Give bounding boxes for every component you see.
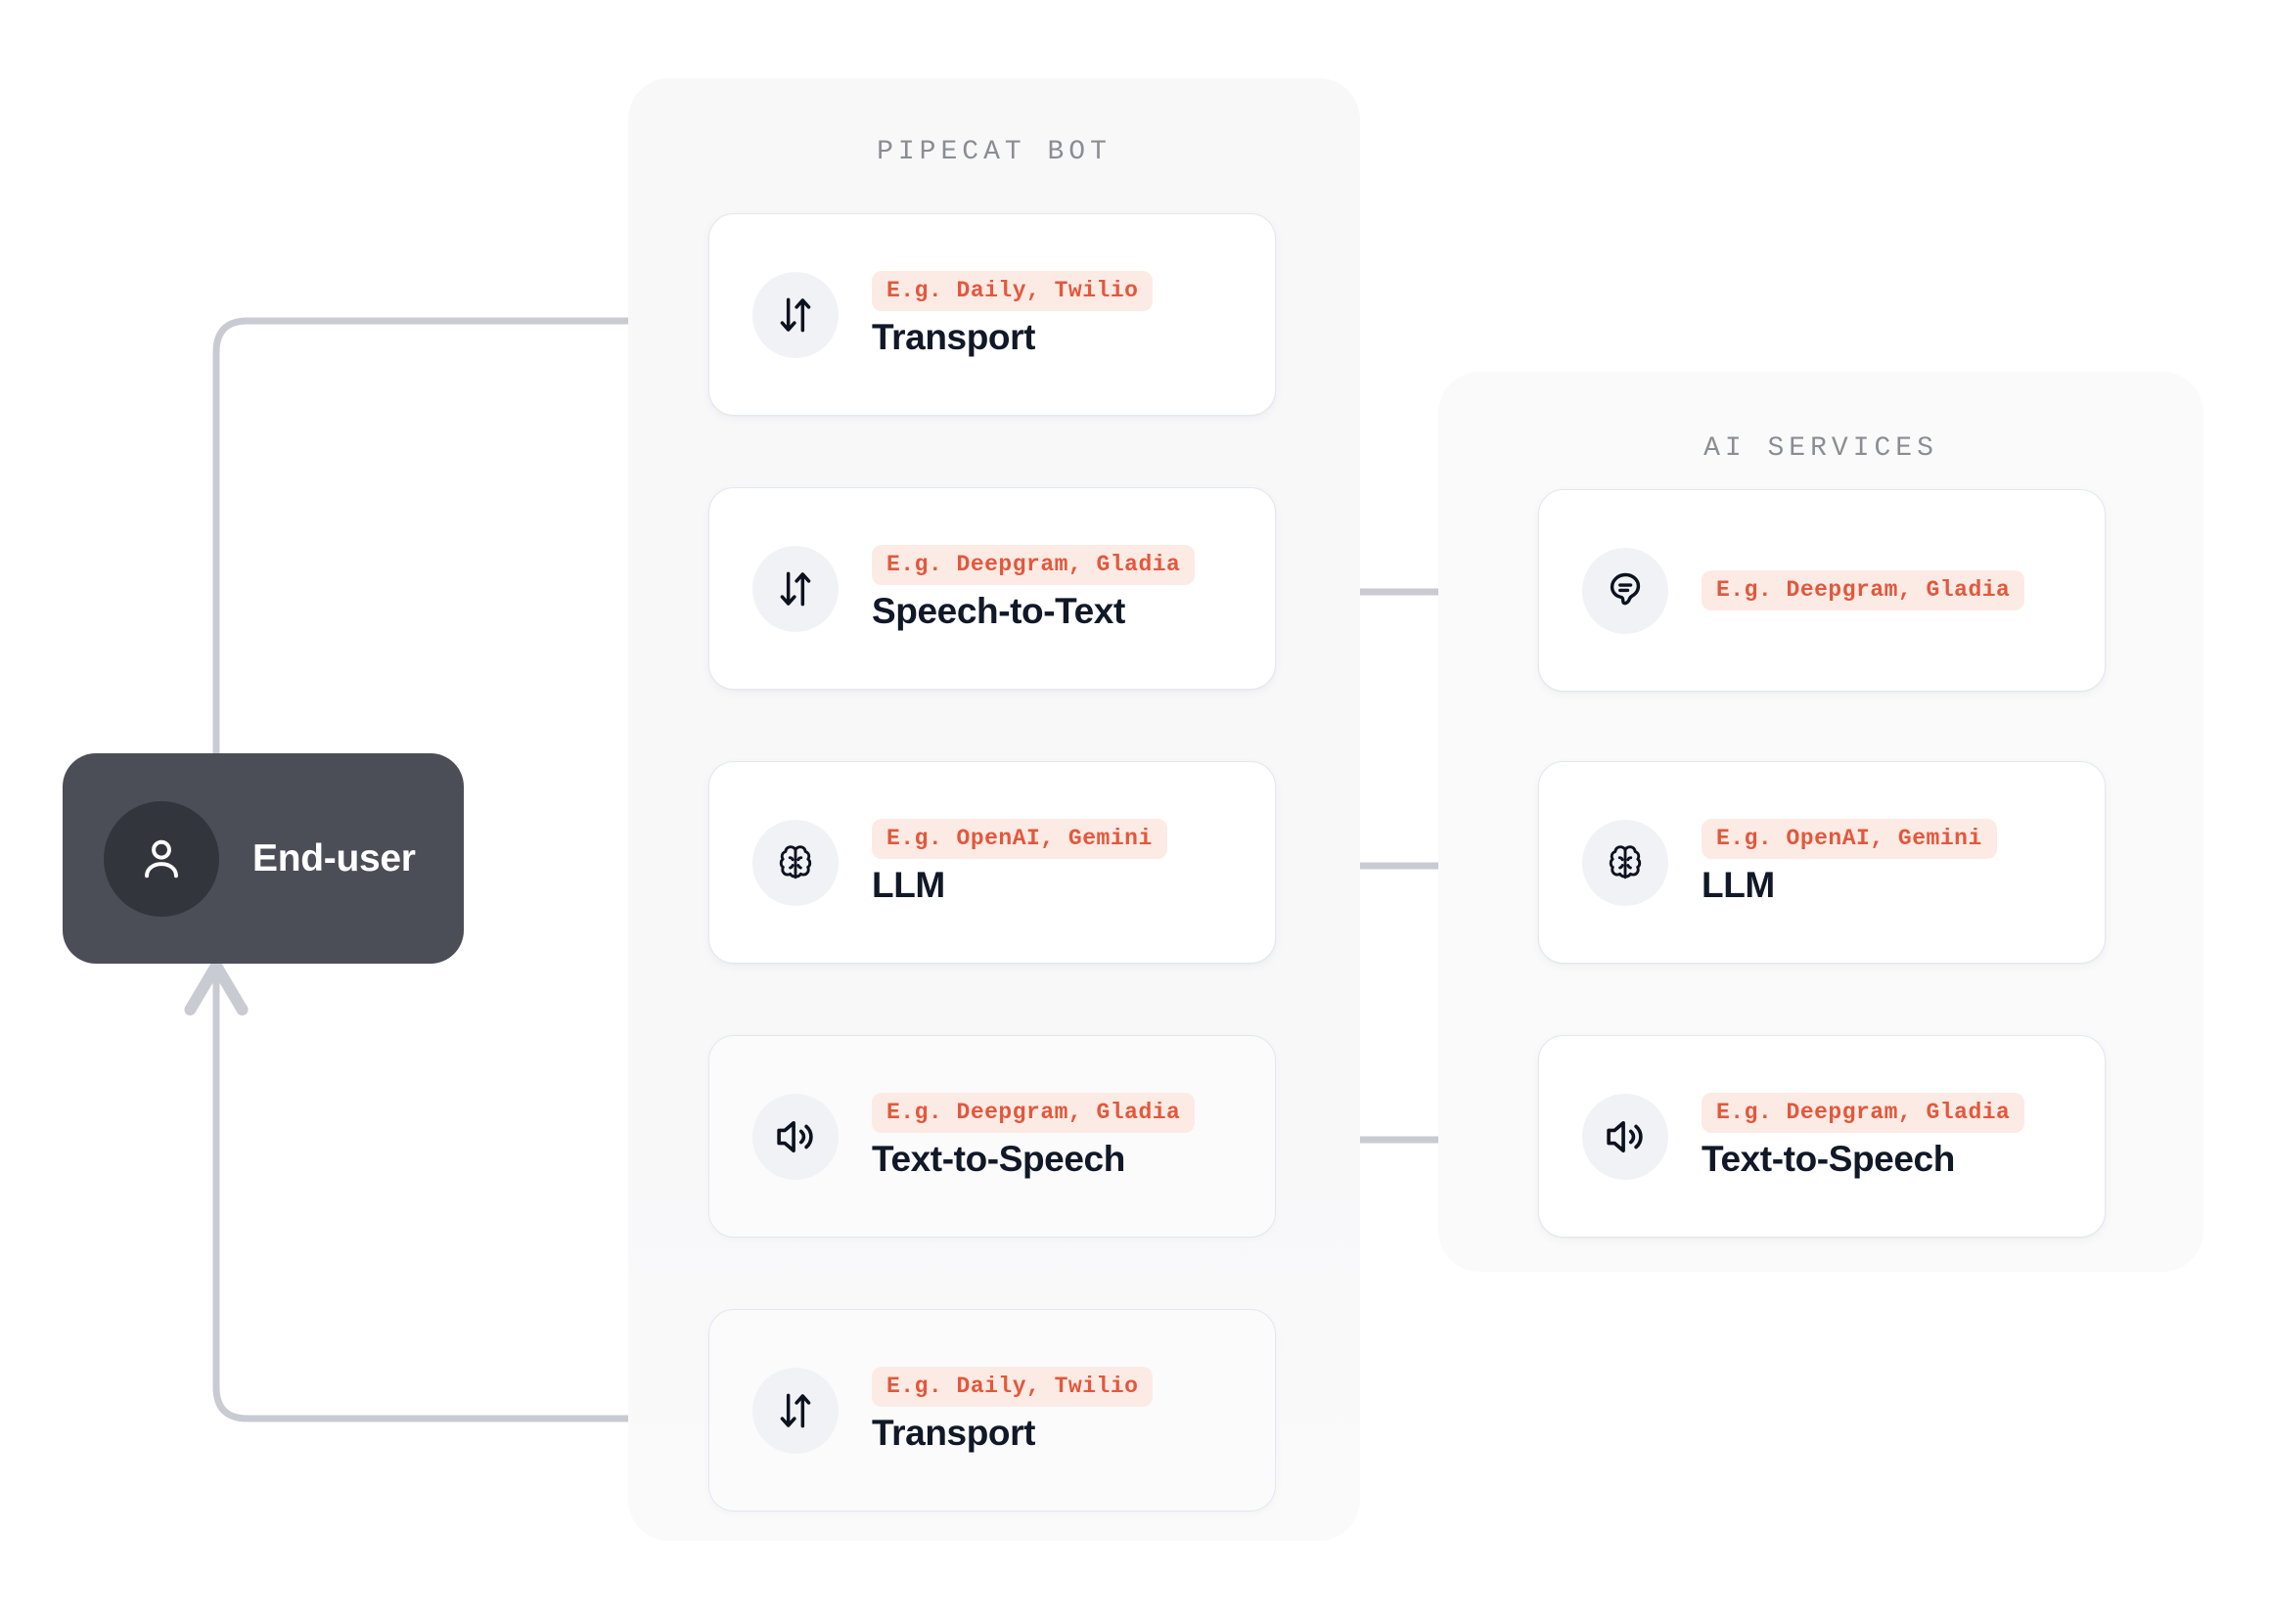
card-llm[interactable]: E.g. OpenAI, Gemini LLM [708,761,1276,964]
card-title: Speech-to-Text [872,590,1125,631]
card-badge: E.g. Deepgram, Gladia [872,1092,1196,1133]
card-title: LLM [1702,864,1775,905]
card-badge: E.g. Daily, Twilio [872,1366,1154,1407]
card-text-to-speech[interactable]: E.g. Deepgram, Gladia Text-to-Speech [708,1035,1276,1238]
card-title: Text-to-Speech [1702,1138,1955,1179]
group-title-pipecat-bot: PIPECAT BOT [877,137,1112,167]
card-ai-service-llm[interactable]: E.g. OpenAI, Gemini LLM [1538,761,2106,964]
card-transport-out[interactable]: E.g. Daily, Twilio Transport [708,1309,1276,1511]
card-title: Transport [872,316,1036,357]
card-badge: E.g. OpenAI, Gemini [872,818,1167,859]
speaker-icon [752,1093,839,1180]
card-badge: E.g. Deepgram, Gladia [1702,570,2025,610]
group-title-ai-services: AI SERVICES [1703,433,1938,464]
brain-icon [1582,819,1668,906]
user-icon [104,800,219,917]
node-end-user[interactable]: End-user [63,753,464,964]
card-badge: E.g. Daily, Twilio [872,270,1154,311]
card-title: Text-to-Speech [872,1138,1125,1179]
card-transport-in[interactable]: E.g. Daily, Twilio Transport [708,213,1276,416]
brain-icon [752,819,839,906]
card-badge: E.g. Deepgram, Gladia [872,544,1196,585]
card-badge: E.g. Deepgram, Gladia [1702,1092,2025,1133]
transfer-icon [752,545,839,632]
transfer-icon [752,1367,839,1454]
card-ai-service-text-to-speech[interactable]: E.g. Deepgram, Gladia Text-to-Speech [1538,1035,2106,1238]
card-speech-to-text[interactable]: E.g. Deepgram, Gladia Speech-to-Text [708,487,1276,690]
chat-bubble-icon [1582,547,1668,634]
card-ai-service-speech-to-text[interactable]: E.g. Deepgram, Gladia [1538,489,2106,692]
speaker-icon [1582,1093,1668,1180]
card-title: Transport [872,1412,1036,1453]
card-badge: E.g. OpenAI, Gemini [1702,818,1997,859]
transfer-icon [752,271,839,358]
card-title: LLM [872,864,945,905]
end-user-label: End-user [252,836,416,880]
